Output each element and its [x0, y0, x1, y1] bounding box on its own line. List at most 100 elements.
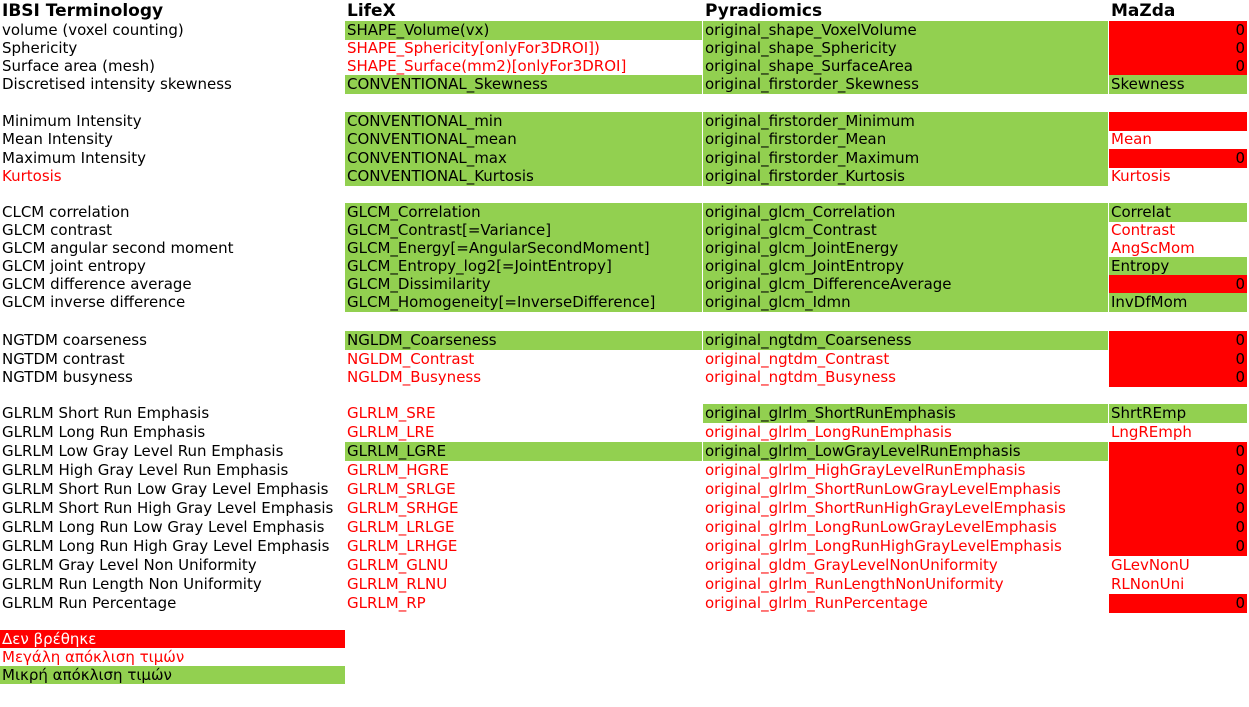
pyradiomics-feature-cell: original_glrlm_RunLengthNonUniformity — [705, 575, 1004, 593]
mazda-feature-cell: 0 — [1109, 518, 1247, 537]
mazda-feature-cell: Contrast — [1111, 221, 1176, 239]
header-pyradiomics: Pyradiomics — [705, 1, 823, 21]
mazda-feature-cell: AngScMom — [1111, 239, 1195, 257]
lifex-feature-cell: GLRLM_GLNU — [347, 556, 449, 574]
mazda-feature-cell: Skewness — [1109, 75, 1247, 94]
lifex-feature-cell: GLCM_Dissimilarity — [345, 275, 702, 294]
ibsi-term-cell: GLCM angular second moment — [2, 239, 234, 257]
mazda-feature-cell: InvDfMom — [1109, 293, 1247, 312]
ibsi-term-cell: GLCM contrast — [2, 221, 113, 239]
header-ibsi-terminology: IBSI Terminology — [2, 1, 164, 21]
mazda-feature-cell: RLNonUni — [1111, 575, 1185, 593]
lifex-feature-cell: CONVENTIONAL_Kurtosis — [345, 167, 702, 186]
pyradiomics-feature-cell: original_glcm_Contrast — [703, 221, 1108, 240]
mazda-feature-cell: 0 — [1109, 499, 1247, 518]
pyradiomics-feature-cell: original_ngtdm_Busyness — [705, 368, 896, 386]
ibsi-term-cell: GLCM inverse difference — [2, 293, 186, 311]
pyradiomics-feature-cell: original_glcm_JointEnergy — [703, 239, 1108, 258]
lifex-feature-cell: GLRLM_LGRE — [345, 442, 702, 461]
lifex-feature-cell: GLRLM_RLNU — [347, 575, 448, 593]
ibsi-term-cell: GLRLM Short Run Emphasis — [2, 404, 210, 422]
ibsi-term-cell: NGTDM busyness — [2, 368, 133, 386]
lifex-feature-cell: SHAPE_Sphericity[onlyFor3DROI]) — [347, 39, 600, 57]
ibsi-term-cell: GLRLM Long Run Emphasis — [2, 423, 206, 441]
pyradiomics-feature-cell: original_glrlm_RunPercentage — [705, 594, 928, 612]
ibsi-term-cell: GLRLM High Gray Level Run Emphasis — [2, 461, 289, 479]
ibsi-term-cell: GLRLM Low Gray Level Run Emphasis — [2, 442, 284, 460]
lifex-feature-cell: NGLDM_Coarseness — [345, 331, 702, 350]
pyradiomics-feature-cell: original_glrlm_HighGrayLevelRunEmphasis — [705, 461, 1026, 479]
lifex-feature-cell: NGLDM_Busyness — [347, 368, 482, 386]
mazda-feature-cell: 0 — [1109, 149, 1247, 168]
mazda-feature-cell: 0 — [1109, 57, 1247, 76]
ibsi-term-cell: GLRLM Gray Level Non Uniformity — [2, 556, 257, 574]
lifex-feature-cell: CONVENTIONAL_min — [345, 112, 702, 131]
pyradiomics-feature-cell: original_glcm_JointEntropy — [703, 257, 1108, 276]
pyradiomics-feature-cell: original_glrlm_LongRunEmphasis — [705, 423, 952, 441]
lifex-feature-cell: GLCM_Correlation — [345, 203, 702, 222]
mazda-feature-cell: 0 — [1109, 21, 1247, 40]
lifex-feature-cell: CONVENTIONAL_max — [345, 149, 702, 168]
lifex-feature-cell: CONVENTIONAL_mean — [345, 130, 702, 149]
lifex-feature-cell: GLCM_Contrast[=Variance] — [345, 221, 702, 240]
pyradiomics-feature-cell: original_firstorder_Maximum — [703, 149, 1108, 168]
pyradiomics-feature-cell: original_firstorder_Skewness — [703, 75, 1108, 94]
mazda-feature-cell: Correlat — [1109, 203, 1247, 222]
lifex-feature-cell: GLRLM_LRHGE — [347, 537, 458, 555]
ibsi-term-cell: volume (voxel counting) — [2, 21, 184, 39]
ibsi-term-cell: NGTDM coarseness — [2, 331, 147, 349]
mazda-feature-cell: 0 — [1109, 275, 1247, 294]
pyradiomics-feature-cell: original_glrlm_ShortRunLowGrayLevelEmpha… — [705, 480, 1061, 498]
mazda-feature-cell: LngREmph — [1111, 423, 1192, 441]
lifex-feature-cell: GLRLM_HGRE — [347, 461, 450, 479]
mazda-feature-cell: 0 — [1109, 461, 1247, 480]
header-mazda: MaZda — [1111, 1, 1176, 21]
mazda-feature-cell: 0 — [1109, 594, 1247, 613]
pyradiomics-feature-cell: original_firstorder_Minimum — [703, 112, 1108, 131]
mazda-feature-cell: GLevNonU — [1111, 556, 1190, 574]
mazda-feature-cell: Entropy — [1109, 257, 1247, 276]
ibsi-term-cell: GLRLM Run Length Non Uniformity — [2, 575, 262, 593]
mazda-feature-cell — [1109, 112, 1247, 131]
mazda-feature-cell: Mean — [1111, 130, 1152, 148]
pyradiomics-feature-cell: original_shape_Sphericity — [703, 39, 1108, 58]
lifex-feature-cell: GLRLM_RP — [347, 594, 426, 612]
pyradiomics-feature-cell: original_gldm_GrayLevelNonUniformity — [705, 556, 998, 574]
legend-item: Μικρή απόκλιση τιμών — [0, 666, 345, 684]
ibsi-term-cell: Discretised intensity skewness — [2, 75, 232, 93]
lifex-feature-cell: GLCM_Homogeneity[=InverseDifference] — [345, 293, 702, 312]
ibsi-term-cell: GLRLM Run Percentage — [2, 594, 177, 612]
ibsi-term-cell: GLCM joint entropy — [2, 257, 146, 275]
lifex-feature-cell: GLRLM_LRE — [347, 423, 435, 441]
lifex-feature-cell: GLCM_Entropy_log2[=JointEntropy] — [345, 257, 702, 276]
lifex-feature-cell: GLRLM_SRE — [347, 404, 436, 422]
mazda-feature-cell: 0 — [1109, 39, 1247, 58]
ibsi-term-cell: GLRLM Short Run Low Gray Level Emphasis — [2, 480, 329, 498]
pyradiomics-feature-cell: original_ngtdm_Coarseness — [703, 331, 1108, 350]
header-lifex: LifeX — [347, 1, 396, 21]
lifex-feature-cell: GLRLM_SRLGE — [347, 480, 456, 498]
mazda-feature-cell: 0 — [1109, 368, 1247, 387]
lifex-feature-cell: SHAPE_Surface(mm2)[onlyFor3DROI] — [347, 57, 627, 75]
ibsi-term-cell: Minimum Intensity — [2, 112, 142, 130]
ibsi-term-cell: GLRLM Long Run Low Gray Level Emphasis — [2, 518, 325, 536]
mazda-feature-cell: 0 — [1109, 480, 1247, 499]
lifex-feature-cell: GLCM_Energy[=AngularSecondMoment] — [345, 239, 702, 258]
lifex-feature-cell: CONVENTIONAL_Skewness — [345, 75, 702, 94]
ibsi-term-cell: CLCM correlation — [2, 203, 130, 221]
lifex-feature-cell: NGLDM_Contrast — [347, 350, 475, 368]
ibsi-term-cell: Kurtosis — [2, 167, 62, 185]
legend-item: Μεγάλη απόκλιση τιμών — [2, 648, 185, 666]
legend-item: Δεν βρέθηκε — [0, 630, 345, 648]
pyradiomics-feature-cell: original_firstorder_Kurtosis — [703, 167, 1108, 186]
ibsi-term-cell: GLRLM Long Run High Gray Level Emphasis — [2, 537, 330, 555]
pyradiomics-feature-cell: original_shape_SurfaceArea — [703, 57, 1108, 76]
mazda-feature-cell: Kurtosis — [1111, 167, 1171, 185]
pyradiomics-feature-cell: original_glrlm_LowGrayLevelRunEmphasis — [703, 442, 1108, 461]
pyradiomics-feature-cell: original_glcm_Idmn — [703, 293, 1108, 312]
pyradiomics-feature-cell: original_firstorder_Mean — [703, 130, 1108, 149]
ibsi-term-cell: Surface area (mesh) — [2, 57, 155, 75]
pyradiomics-feature-cell: original_ngtdm_Contrast — [705, 350, 890, 368]
mazda-feature-cell: ShrtREmp — [1109, 404, 1247, 423]
mazda-feature-cell: 0 — [1109, 350, 1247, 369]
